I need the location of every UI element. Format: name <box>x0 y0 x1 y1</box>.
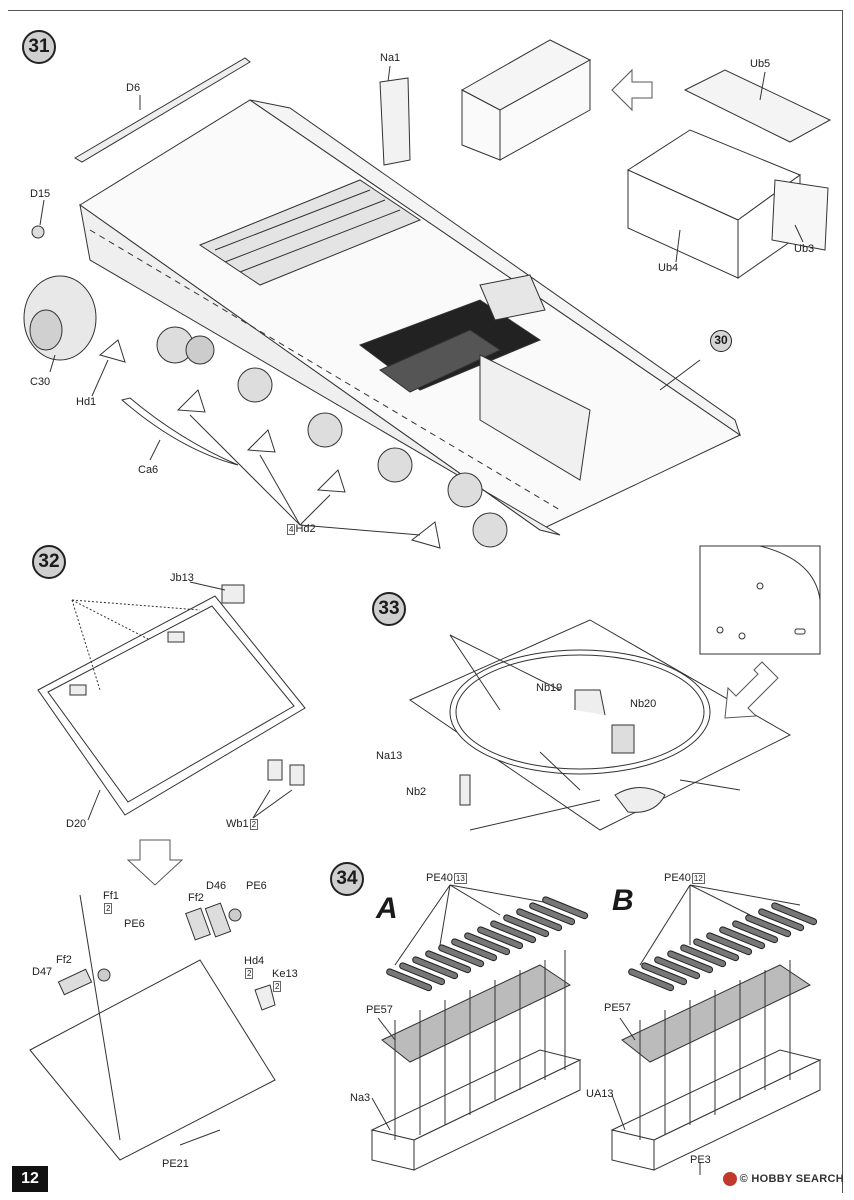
pe40-bar <box>719 926 766 950</box>
pe40-bar <box>745 914 792 938</box>
step-34-number: 34 <box>330 862 364 896</box>
label-hd1: Hd1 <box>76 396 97 408</box>
pe40-bars-b <box>628 902 818 992</box>
hd2-quantity: 4 <box>287 523 296 535</box>
pe40-bar <box>477 926 524 950</box>
pe40-bar <box>516 908 563 932</box>
label-na3: Na3 <box>350 1092 371 1104</box>
wb1-quantity: 2 <box>249 818 259 830</box>
pe40-bar <box>693 938 740 962</box>
pe40-bar <box>438 944 485 968</box>
label-d6: D6 <box>126 82 141 94</box>
step-30-reference: 30 <box>710 330 732 352</box>
pe40-bar <box>771 902 818 926</box>
pe40-bar <box>680 944 727 968</box>
watermark-logo-icon <box>722 1172 737 1186</box>
label-pe21: PE21 <box>162 1158 189 1170</box>
pe40-bars-a <box>386 896 589 992</box>
rack-b-drawing <box>610 884 822 1175</box>
label-c30: C30 <box>30 376 51 388</box>
pe40-bar <box>425 950 472 974</box>
label-d46: D46 <box>206 880 227 892</box>
label-ua13: UA13 <box>586 1088 614 1100</box>
floor-plate-drawing <box>29 581 306 1161</box>
label-nb20: Nb20 <box>630 698 657 710</box>
label-ca6: Ca6 <box>138 464 159 476</box>
label-nb19: Nb19 <box>536 682 563 694</box>
step-32-number: 32 <box>32 545 66 579</box>
rack-a-drawing <box>370 884 582 1171</box>
page-number: 12 <box>12 1166 48 1192</box>
pe40-bar <box>399 962 446 986</box>
pe40-bar <box>628 968 675 992</box>
label-pe6-left: PE6 <box>124 918 145 930</box>
label-ff2-right: Ff2 <box>188 892 204 904</box>
ff1-quantity: 2 <box>104 902 113 914</box>
pe40-bar <box>732 920 779 944</box>
pe40-bar <box>654 956 701 980</box>
step-33-number: 33 <box>372 592 406 626</box>
variant-a-label: A <box>376 892 398 925</box>
label-pe57-a: PE57 <box>366 1004 393 1016</box>
label-ub4: Ub4 <box>658 262 679 274</box>
pe40-b-quantity: 12 <box>691 872 705 884</box>
pe40-bar <box>451 938 498 962</box>
label-ff2-left: Ff2 <box>56 954 72 966</box>
pe40-bar <box>503 914 550 938</box>
label-jb13: Jb13 <box>170 572 194 584</box>
pe40-bar <box>542 896 589 920</box>
label-d20: D20 <box>66 818 87 830</box>
label-nb2: Nb2 <box>406 786 427 798</box>
turret-basket-drawing <box>408 545 821 831</box>
label-na13: Na13 <box>376 750 403 762</box>
label-d15: D15 <box>30 188 51 200</box>
step-31-number: 31 <box>22 30 56 64</box>
pe40-bar <box>667 950 714 974</box>
label-pe6-right: PE6 <box>246 880 267 892</box>
hull-drawing <box>23 39 832 549</box>
pe40-bar <box>412 956 459 980</box>
label-na1: Na1 <box>380 52 401 64</box>
page-border <box>8 10 843 1193</box>
label-pe3: PE3 <box>690 1154 711 1166</box>
pe40-bar <box>529 902 576 926</box>
pe40-a-quantity: 13 <box>453 872 467 884</box>
variant-b-label: B <box>612 884 634 917</box>
pe40-bar <box>758 908 805 932</box>
label-ub5: Ub5 <box>750 58 771 70</box>
ke13-quantity: 2 <box>273 980 282 992</box>
pe40-bar <box>641 962 688 986</box>
pe40-bar <box>706 932 753 956</box>
hd4-quantity: 2 <box>245 967 254 979</box>
watermark: © HOBBY SEARCH <box>722 1172 844 1186</box>
pe40-bar <box>464 932 511 956</box>
label-d47: D47 <box>32 966 53 978</box>
pe40-bar <box>386 968 433 992</box>
label-pe57-b: PE57 <box>604 1002 631 1014</box>
pe40-bar <box>490 920 537 944</box>
label-ub3: Ub3 <box>794 243 815 255</box>
